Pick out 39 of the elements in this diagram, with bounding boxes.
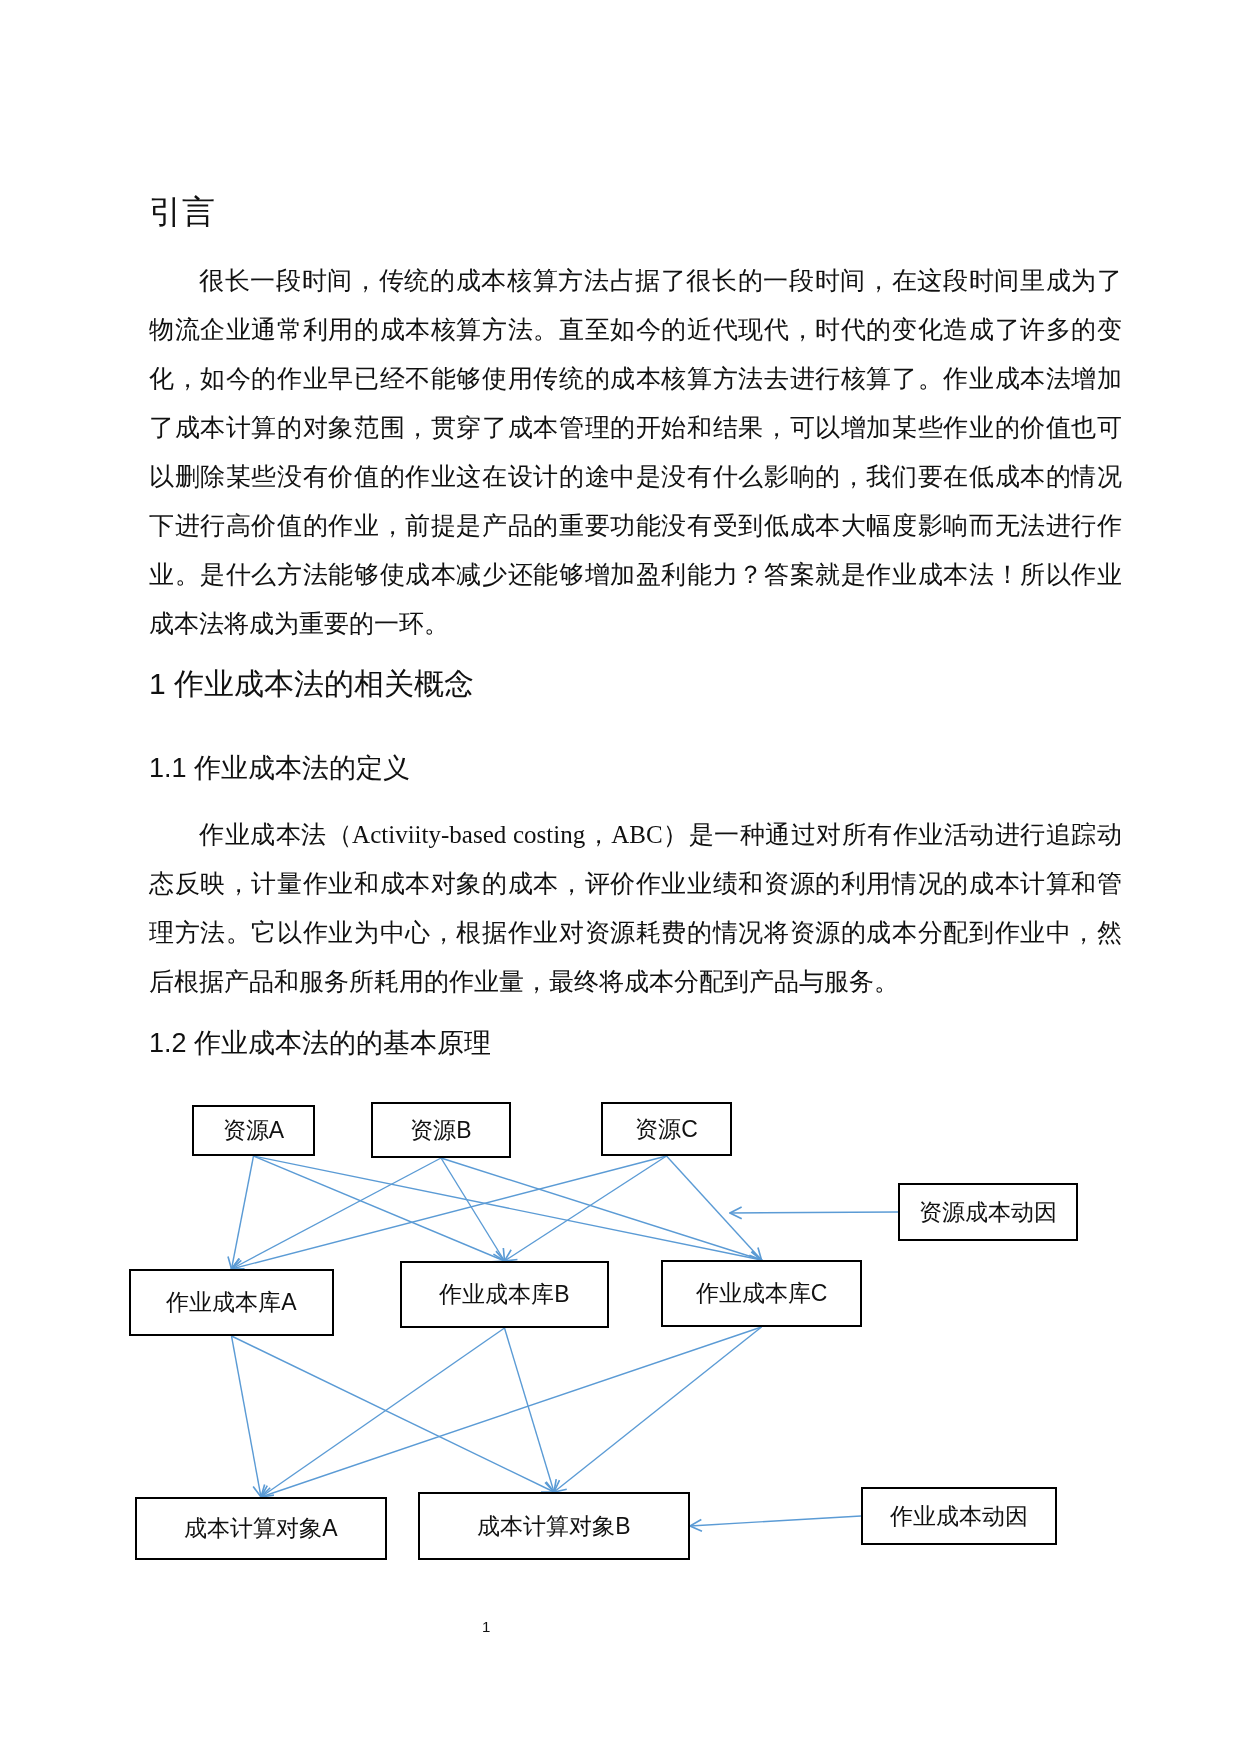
box-label: 作业成本库B xyxy=(439,1280,570,1309)
box-label: 资源C xyxy=(635,1114,698,1144)
arrow xyxy=(503,1155,668,1262)
arrow xyxy=(230,1157,442,1270)
arrow xyxy=(503,1327,558,1493)
arrow xyxy=(260,1327,506,1498)
arrow xyxy=(440,1157,506,1262)
arrow xyxy=(689,1515,862,1532)
box-label: 成本计算对象A xyxy=(184,1514,338,1543)
arrow xyxy=(729,1206,899,1220)
box-label: 作业成本库C xyxy=(695,1279,828,1308)
process-box xyxy=(898,1183,1078,1241)
process-box xyxy=(661,1260,862,1327)
arrow xyxy=(230,1335,266,1498)
arrow xyxy=(553,1326,763,1493)
paragraph: 作业成本法（Activiity-based costing，ABC）是一种通过对所有作业活动进行追踪动态反映，计量作业和成本对象的成本，评价作业业绩和资源的利用情况的成本计算和管理方法。它以作业为中心，根据作业对资源耗费的情况将资源的成本分配到作业中，然后根据产品和服务所耗用的作业量，最终将成本分配到产品与服务。 xyxy=(149,820,1122,997)
process-box xyxy=(861,1487,1057,1545)
subsection-heading: 1.2 作业成本法的的基本原理 xyxy=(149,1027,493,1060)
section-heading: 引言 xyxy=(149,192,215,232)
process-box xyxy=(192,1105,315,1156)
arrow xyxy=(230,1335,555,1493)
process-box xyxy=(418,1492,690,1560)
box-label: 作业成本动因 xyxy=(890,1501,1028,1531)
arrow xyxy=(665,1155,763,1261)
box-label: 成本计算对象B xyxy=(477,1511,631,1541)
box-label: 资源成本动因 xyxy=(919,1197,1057,1227)
process-box xyxy=(400,1261,609,1328)
process-box xyxy=(601,1102,732,1156)
arrow xyxy=(227,1155,255,1270)
page-number: 1 xyxy=(482,1618,492,1635)
box-label: 作业成本库A xyxy=(166,1288,297,1317)
process-box xyxy=(135,1497,387,1560)
paragraph: 很长一段时间，传统的成本核算方法占据了很长的一段时间，在这段时间里成为了物流企业通常利用的成本核算方法。直至如今的近代现代，时代的变化造成了许多的变化，如今的作业早已经不能够使用传统的成本核算方法去进行核算了。作业成本法增加了成本计算的对象范围，贯穿了成本管理的开始和结果，可以增加某些作业的价值也可以删除某些没有价值的作业这在设计的途中是没有什么影响的，我们要在低成本的情况下进行高价值的作业，前提是产品的重要功能没有受到低成本大幅度影响而无法进行作业。是什么方法能够使成本减少还能够增加盈利能力？答案就是作业成本法！所以作业成本法将成为重要的一环。 xyxy=(149,266,1122,639)
process-box xyxy=(371,1102,511,1158)
process-box xyxy=(129,1269,334,1336)
subsection-heading: 1.1 作业成本法的定义 xyxy=(149,752,412,785)
box-label: 资源B xyxy=(410,1115,472,1145)
section-heading: 1 作业成本法的相关概念 xyxy=(149,666,476,702)
box-label: 资源A xyxy=(222,1116,285,1145)
